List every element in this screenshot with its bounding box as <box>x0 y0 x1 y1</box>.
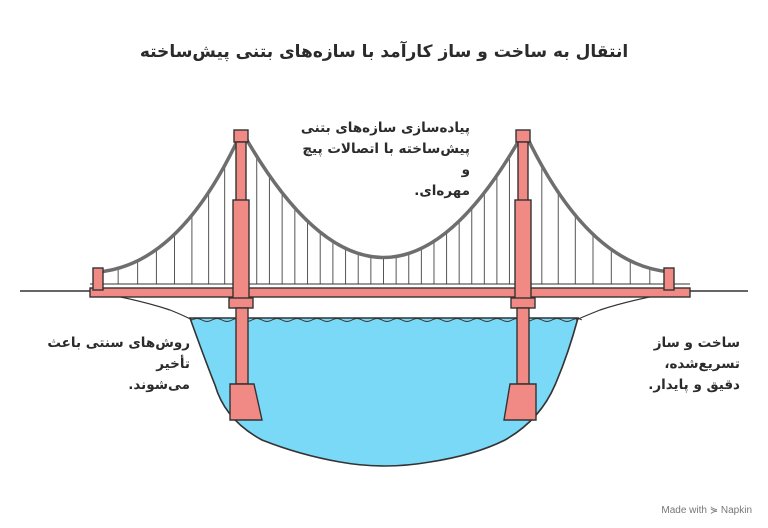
left-end-pier <box>92 267 104 291</box>
main-cable-left <box>96 133 242 274</box>
caption-left-line-1: روش‌های سنتی باعث تأخیر <box>47 335 190 372</box>
caption-left: روش‌های سنتی باعث تأخیر می‌شوند. <box>20 333 190 396</box>
caption-right-line-1: ساخت و ساز تسریع‌شده، <box>653 335 740 372</box>
caption-top: پیاده‌سازی سازه‌های بتنی پیش‌ساخته با ات… <box>290 118 470 202</box>
right-end-pier <box>663 267 675 291</box>
main-cable-center <box>242 133 524 260</box>
caption-top-line-3: مهره‌ای. <box>414 183 470 199</box>
caption-right: ساخت و ساز تسریع‌شده، دقیق و پایدار. <box>585 333 740 396</box>
left-tower <box>228 129 263 421</box>
caption-left-line-2: می‌شوند. <box>128 377 190 393</box>
caption-top-line-2: پیش‌ساخته با اتصالات پیچ و <box>302 141 470 178</box>
bridge-deck <box>89 287 691 298</box>
right-tower <box>503 129 537 421</box>
main-cable-right <box>524 133 672 274</box>
napkin-branding: Made with ⋟ Napkin <box>661 505 752 516</box>
water-body <box>188 317 580 467</box>
suspender-cables <box>117 156 651 284</box>
caption-top-line-1: پیاده‌سازی سازه‌های بتنی <box>300 120 470 136</box>
caption-right-line-2: دقیق و پایدار. <box>648 377 740 393</box>
diagram-title: انتقال به ساخت و ساز کارآمد با سازه‌های … <box>139 42 629 62</box>
